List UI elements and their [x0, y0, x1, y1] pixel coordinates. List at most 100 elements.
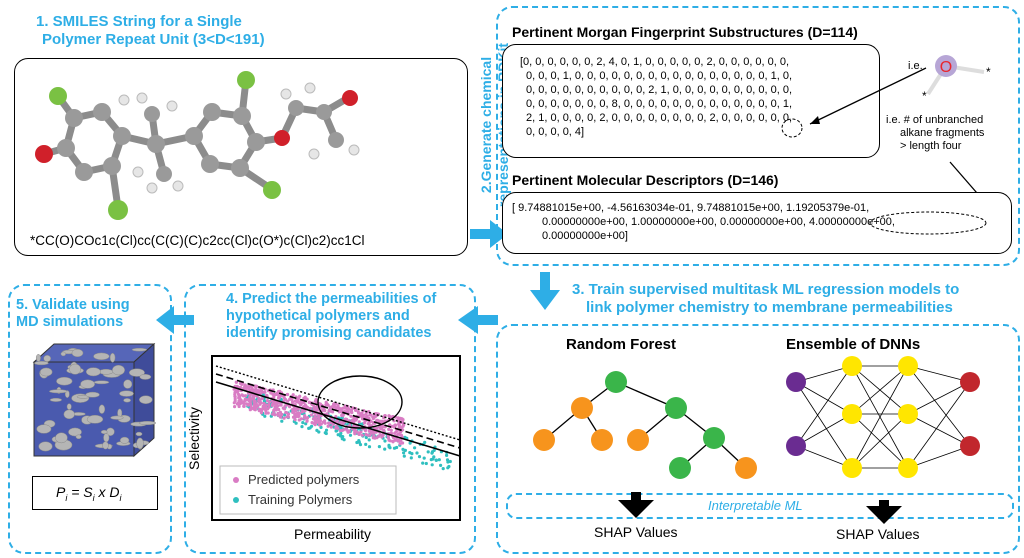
- predicted-point: [264, 410, 268, 414]
- predicted-point: [238, 394, 242, 398]
- predicted-point: [327, 409, 331, 413]
- predicted-point: [286, 392, 290, 397]
- predicted-point: [275, 407, 279, 411]
- predicted-point: [253, 399, 257, 403]
- md-polymer-blob: [119, 436, 130, 444]
- predicted-point: [286, 412, 291, 416]
- training-point: [421, 461, 425, 465]
- permeability-plot: [211, 355, 461, 521]
- descriptor-title: Pertinent Molecular Descriptors (D=146): [512, 172, 779, 188]
- md-polymer-blob: [109, 352, 116, 363]
- shap-arrow-1: [618, 492, 654, 518]
- training-point: [417, 455, 422, 459]
- predicted-point: [310, 421, 314, 425]
- legend-predicted: Predicted polymers: [248, 472, 360, 487]
- predicted-point: [247, 387, 251, 391]
- interpretable-box: [506, 493, 1014, 519]
- predicted-point: [397, 420, 401, 424]
- dnn-node: [842, 458, 862, 478]
- training-point: [348, 433, 353, 437]
- predicted-point: [383, 414, 387, 418]
- svg-text:*: *: [922, 89, 927, 103]
- dnn-edge: [851, 365, 909, 415]
- predicted-point: [356, 410, 360, 414]
- md-polymer-blob: [139, 395, 153, 404]
- predicted-point: [398, 442, 402, 446]
- training-point: [317, 430, 321, 434]
- predicted-point: [303, 416, 307, 420]
- predicted-point: [360, 433, 364, 437]
- training-point: [341, 435, 345, 439]
- md-polymer-blob: [60, 351, 66, 357]
- predicted-point: [342, 406, 346, 410]
- md-polymer-blob: [56, 376, 73, 386]
- predicted-point: [371, 415, 375, 419]
- interpretable-label: Interpretable ML: [708, 498, 803, 513]
- ie-note: i.e. # of unbranched alkane fragments > …: [886, 114, 985, 152]
- predicted-point: [364, 432, 368, 436]
- predicted-point: [273, 405, 277, 409]
- predicted-point: [392, 436, 396, 440]
- predicted-point: [242, 404, 246, 408]
- predicted-point: [317, 420, 321, 425]
- predicted-point: [357, 432, 361, 436]
- predicted-point: [390, 424, 394, 428]
- predicted-point: [243, 384, 247, 388]
- training-point: [383, 439, 387, 443]
- predicted-point: [233, 390, 237, 395]
- predicted-point: [291, 407, 295, 412]
- shap-arrow-2: [866, 500, 902, 524]
- dnn-edge: [907, 413, 971, 447]
- predicted-point: [272, 411, 276, 415]
- md-polymer-blob: [119, 390, 134, 397]
- smiles-string: *CC(O)COc1c(Cl)cc(C(C)(C)c2cc(Cl)c(O*)c(…: [30, 233, 365, 248]
- predicted-point: [257, 396, 261, 401]
- predicted-point: [297, 418, 301, 422]
- predicted-point: [243, 398, 247, 402]
- training-point: [445, 453, 449, 457]
- predicted-point: [283, 404, 287, 408]
- predicted-point: [270, 403, 274, 407]
- training-point: [358, 443, 363, 447]
- predicted-point: [247, 399, 251, 403]
- predicted-point: [346, 430, 350, 434]
- rf-node: [703, 427, 725, 449]
- training-point: [402, 454, 406, 458]
- predicted-point: [252, 395, 256, 399]
- step4-title: 4. Predict the permeabilities of hypothe…: [226, 291, 437, 341]
- predicted-point: [354, 408, 358, 412]
- predicted-point: [320, 408, 325, 413]
- predicted-point: [313, 399, 317, 403]
- md-polymer-blob: [49, 397, 62, 402]
- predicted-point: [369, 413, 373, 417]
- training-point: [300, 425, 304, 429]
- md-polymer-blob: [85, 391, 100, 398]
- training-point: [319, 425, 323, 429]
- predicted-point: [275, 391, 279, 395]
- predicted-point: [254, 385, 258, 389]
- arrow-2-to-3: [530, 272, 560, 310]
- descriptor-vector: [ 9.74881015e+00, -4.56163034e-01, 9.748…: [512, 202, 895, 242]
- rf-node: [533, 429, 555, 451]
- step3-title: 3. Train supervised multitask ML regress…: [572, 281, 960, 316]
- training-point: [364, 435, 368, 440]
- md-polymer-blob: [35, 354, 41, 362]
- dnn-edge: [795, 381, 853, 469]
- dnn-edge: [907, 365, 971, 383]
- step2-box: [496, 6, 1020, 266]
- md-polymer-blob: [98, 404, 106, 414]
- predicted-point: [306, 416, 310, 420]
- md-polymer-blob: [66, 403, 72, 410]
- predicted-point: [284, 410, 288, 415]
- predicted-point: [315, 408, 319, 412]
- md-polymer-blob: [63, 409, 75, 420]
- pointer-arrow-morgan: [781, 67, 927, 138]
- training-point: [387, 445, 391, 449]
- predicted-point: [234, 380, 238, 384]
- predicted-point: [273, 400, 277, 404]
- training-point: [367, 445, 372, 449]
- dnn-node: [898, 356, 918, 376]
- md-polymer-blob: [136, 437, 144, 450]
- training-point: [377, 445, 381, 449]
- training-point: [439, 463, 443, 467]
